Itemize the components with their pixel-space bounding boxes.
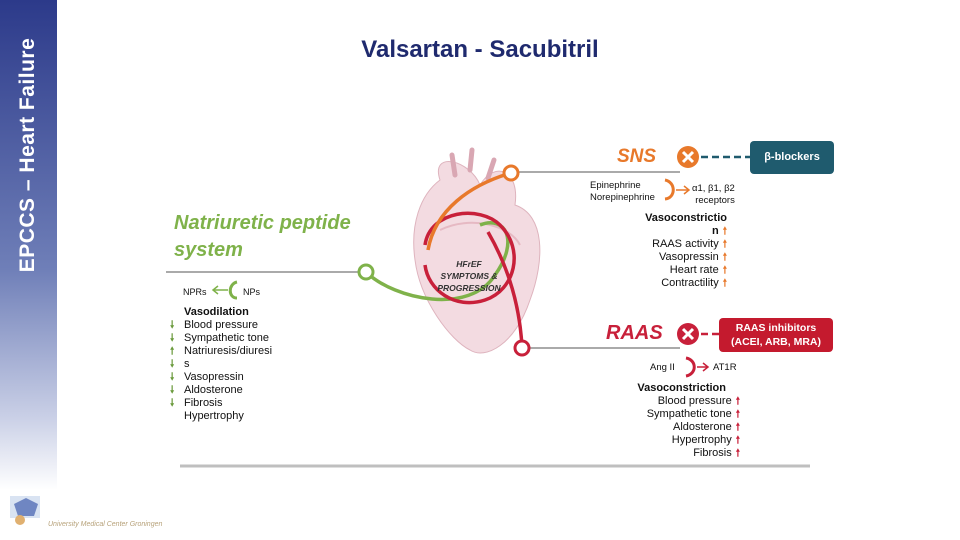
raas-receptor-icon [685, 356, 696, 378]
page-title: Valsartan - Sacubitril [361, 36, 599, 63]
sns-block-icon [677, 146, 699, 168]
raas-effects-list: Vasoconstriction Blood pressure🠕 Sympath… [637, 382, 740, 459]
raas-pathway-curve [486, 231, 524, 348]
np-effect-7: 🠗Fibrosis [170, 397, 223, 409]
np-effect-4: 🠗s [170, 358, 190, 370]
sns-pathway-curve [426, 171, 512, 251]
heart-label: HFrEF SYMPTOMS & PROGRESSION [437, 259, 501, 293]
np-effect-6: 🠗Aldosterone [170, 384, 243, 396]
umcg-logo [10, 496, 40, 525]
np-effect-1: 🠗Blood pressure [170, 319, 258, 331]
sns-effects-list: Vasoconstrictio n🠕 RAAS activity🠕 Vasopr… [645, 212, 727, 289]
np-system-label: Natriuretic peptide system [174, 212, 351, 261]
np-effect-5: 🠗Vasopressin [170, 371, 244, 383]
raas-ring [423, 211, 516, 305]
raas-label: RAAS [606, 322, 663, 344]
sns-node [502, 164, 520, 182]
sns-receptor-icon [664, 178, 675, 201]
raas-block-icon [677, 323, 699, 345]
raas-inhibitors-box: RAAS inhibitors(ACEI, ARB, MRA) [719, 318, 833, 352]
np-label: NPs [243, 287, 261, 297]
np-receptor-icon [228, 280, 238, 300]
raas-receptor: AT1R [713, 362, 737, 373]
np-effect-8: Hypertrophy [184, 410, 244, 422]
np-effect-0: ↓Vasodilation [184, 306, 249, 318]
npr-label: NPRs [183, 287, 207, 297]
raas-node [513, 339, 531, 357]
sidebar-banner: EPCCS – Heart Failure [0, 0, 57, 490]
raas-ligand: Ang II [650, 362, 675, 373]
np-effect-3: 🠕Natriuresis/diuresi [170, 345, 273, 357]
sns-label: SNS [617, 146, 657, 167]
beta-blockers-box: β-blockers [750, 141, 834, 174]
np-effect-2: 🠗Sympathetic tone [170, 332, 269, 344]
np-effects-list: ↓Vasodilation 🠗Blood pressure 🠗Sympathet… [170, 306, 272, 423]
footer-text: University Medical Center Groningen [48, 521, 163, 528]
np-node [357, 263, 375, 281]
heart-illustration [413, 147, 541, 354]
